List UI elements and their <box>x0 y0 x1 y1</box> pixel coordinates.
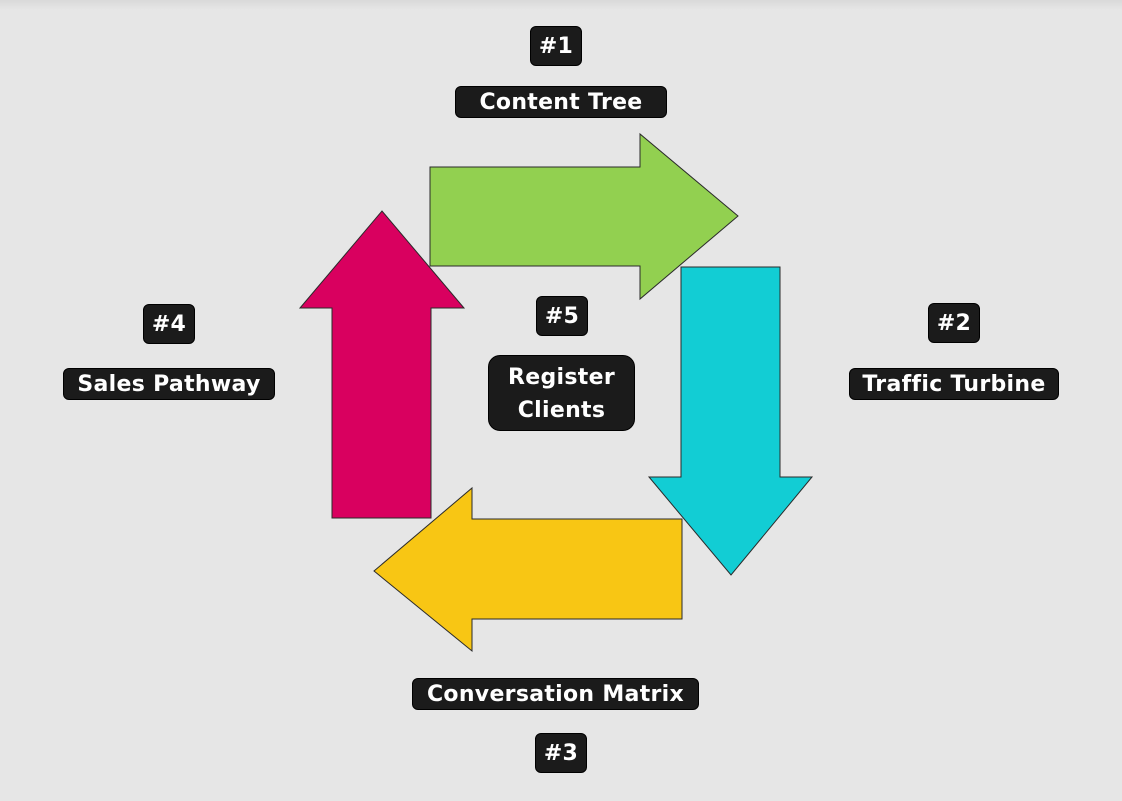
step-4-label: Sales Pathway <box>63 368 275 400</box>
step-1-number: #1 <box>530 26 582 66</box>
top-edge-bar <box>0 0 1122 10</box>
step-3-number: #3 <box>535 733 587 773</box>
green-right-arrow <box>429 132 739 301</box>
step-4-number: #4 <box>143 304 195 344</box>
step-5-number: #5 <box>536 296 588 336</box>
step-3-label: Conversation Matrix <box>412 678 699 710</box>
step-1-label: Content Tree <box>455 86 667 118</box>
step-2-label: Traffic Turbine <box>849 368 1059 400</box>
step-2-number: #2 <box>928 303 980 343</box>
step-5-label: Register Clients <box>488 355 635 431</box>
step-5-label-line2: Clients <box>517 398 606 423</box>
magenta-up-arrow <box>298 210 466 519</box>
cyan-down-arrow <box>647 266 814 576</box>
yellow-left-arrow <box>373 486 683 653</box>
step-5-label-line1: Register <box>508 365 615 390</box>
